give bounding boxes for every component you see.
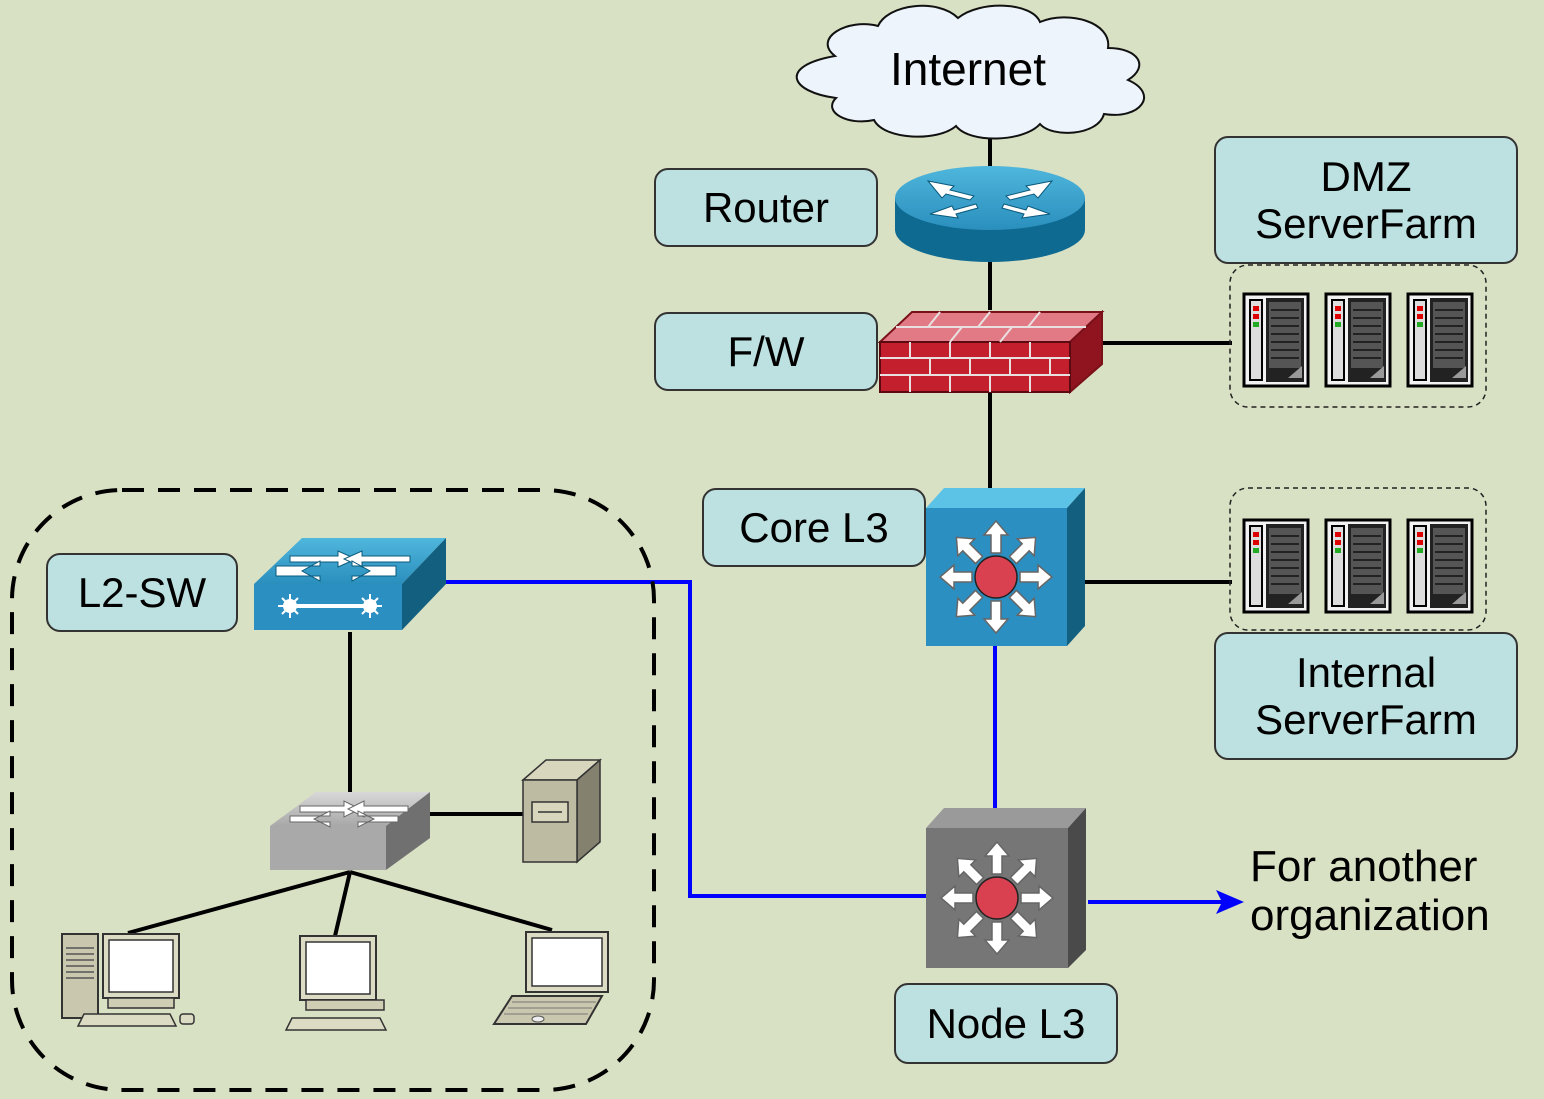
core-l3-label: Core L3 xyxy=(702,488,926,567)
laptop-icon xyxy=(492,931,609,1025)
another-line-2: organization xyxy=(1250,891,1490,941)
server-rack-icon xyxy=(1324,518,1392,614)
router-label: Router xyxy=(654,168,878,247)
server-rack-icon xyxy=(1406,292,1474,388)
router-icon xyxy=(895,166,1085,262)
dmz-line-2: ServerFarm xyxy=(1255,200,1477,247)
node-l3-label: Node L3 xyxy=(894,983,1118,1064)
pc-icon xyxy=(284,935,388,1031)
l2-switch-icon xyxy=(254,538,446,630)
server-rack-icon xyxy=(1242,292,1310,388)
dmz-serverfarm-label: DMZ ServerFarm xyxy=(1214,136,1518,264)
file-server-icon xyxy=(520,758,603,864)
server-rack-icon xyxy=(1324,292,1392,388)
workgroup-switch-icon xyxy=(270,792,430,870)
internal-line-2: ServerFarm xyxy=(1255,696,1477,743)
cloud-icon xyxy=(795,4,1146,140)
l2-sw-label: L2-SW xyxy=(46,553,238,632)
l3-switch-icon xyxy=(916,488,1085,657)
internal-server-group xyxy=(1229,487,1487,631)
firewall-icon xyxy=(877,309,1105,395)
dmz-line-1: DMZ xyxy=(1320,152,1412,200)
links xyxy=(127,130,1244,937)
firewall-label: F/W xyxy=(654,312,878,391)
internet-label: Internet xyxy=(890,43,1046,95)
dmz-server-group xyxy=(1229,264,1487,408)
pc-icon xyxy=(61,933,195,1027)
server-rack-icon xyxy=(1242,518,1310,614)
internal-line-1: Internal xyxy=(1295,648,1437,696)
another-line-1: For another xyxy=(1250,842,1478,891)
server-rack-icon xyxy=(1406,518,1474,614)
another-organization-label: For another organization xyxy=(1250,842,1540,941)
internal-serverfarm-label: Internal ServerFarm xyxy=(1214,632,1518,760)
l3-switch-icon xyxy=(917,808,1086,978)
